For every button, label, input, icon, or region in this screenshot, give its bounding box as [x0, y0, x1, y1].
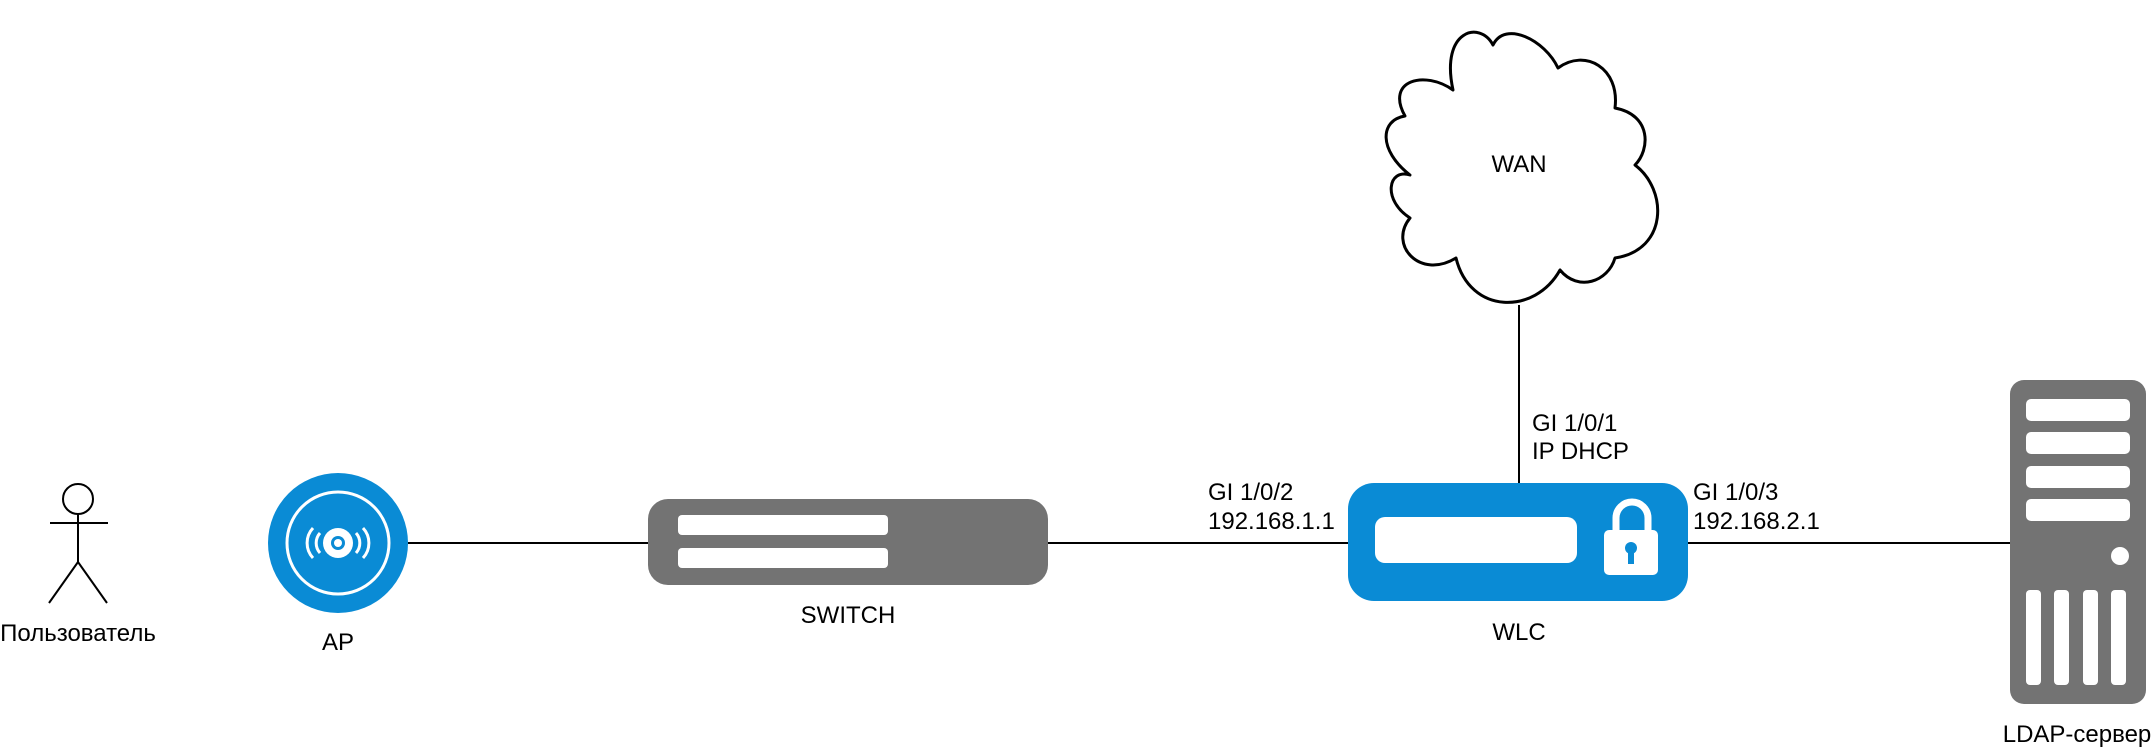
port-iface-label: GI 1/0/2	[1208, 479, 1293, 506]
port-iface-label: GI 1/0/1	[1532, 410, 1617, 437]
connections	[408, 305, 2012, 544]
port-iface-label: GI 1/0/3	[1693, 479, 1778, 506]
switch-icon	[648, 499, 1048, 585]
cloud-icon	[1384, 30, 1660, 304]
wan-node: WAN	[1384, 30, 1660, 304]
person-icon	[48, 483, 108, 604]
port-label-wlc-ldap: GI 1/0/3 192.168.2.1	[1693, 479, 1820, 535]
port-ip-label: IP DHCP	[1532, 438, 1629, 465]
server-icon	[2010, 380, 2146, 704]
firewall-lock-icon	[1348, 483, 1688, 601]
ap-label: AP	[322, 629, 354, 656]
switch-label: SWITCH	[801, 602, 896, 629]
wlc-label: WLC	[1492, 619, 1545, 646]
wan-label: WAN	[1491, 151, 1546, 178]
ldap-node: LDAP-сервер	[2003, 380, 2152, 748]
wireless-access-point-icon	[268, 473, 408, 613]
ldap-label: LDAP-сервер	[2003, 721, 2152, 748]
user-label: Пользователь	[0, 620, 156, 647]
user-node: Пользователь	[0, 483, 156, 647]
port-ip-label: 192.168.1.1	[1208, 508, 1335, 535]
wlc-node: WLC	[1348, 483, 1688, 646]
port-label-wlc-wan: GI 1/0/1 IP DHCP	[1532, 410, 1629, 465]
port-ip-label: 192.168.2.1	[1693, 508, 1820, 535]
ap-node: AP	[268, 473, 408, 656]
switch-node: SWITCH	[648, 499, 1048, 629]
port-label-wlc-switch: GI 1/0/2 192.168.1.1	[1208, 479, 1335, 535]
